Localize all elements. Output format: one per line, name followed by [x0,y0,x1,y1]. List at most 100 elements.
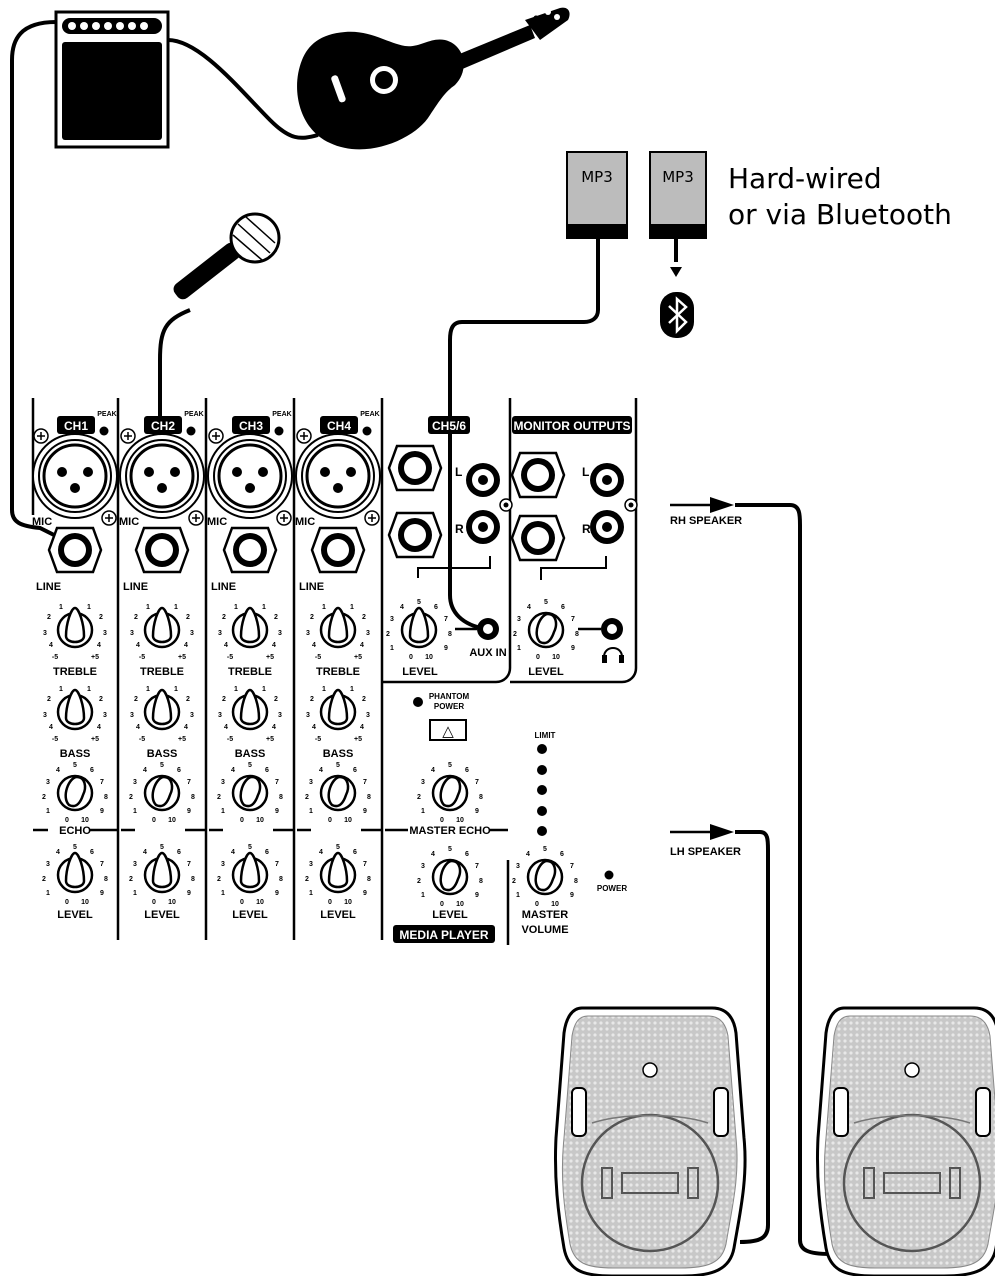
scale-mark: 2 [222,696,226,703]
scale-mark: 10 [551,901,559,908]
scale-mark: 1 [350,604,354,611]
media-player-badge: MEDIA PLAYER [399,928,488,942]
scale-mark: 2 [42,876,46,883]
scale-mark: 2 [99,696,103,703]
scale-mark: 10 [81,899,89,906]
scale-mark: 1 [59,604,63,611]
monitor-jack-l[interactable] [510,451,566,499]
phantom-switch[interactable] [429,719,467,741]
xlr-mic-input[interactable] [31,432,119,520]
aux-in-label[interactable]: AUX IN [469,647,506,659]
scale-mark: 2 [274,696,278,703]
scale-mark: 3 [278,630,282,637]
monitor-outputs-section: MONITOR OUTPUTS L R LEVEL [510,416,638,678]
level-knob[interactable] [143,851,181,894]
channel-strip-3: CH3PEAKMICLINETREBLEBASSLEVEL1234-51234+… [206,411,294,921]
scale-mark: 1 [322,604,326,611]
scale-mark: 1 [46,890,50,897]
scale-mark: 1 [421,808,425,815]
scale-mark: 8 [575,631,579,638]
xlr-mic-input[interactable] [294,432,382,520]
caption-line2: or via Bluetooth [728,198,952,231]
treble-knob-label: TREBLE [53,666,97,678]
mp3-player-bluetooth-icon: MP3 [649,151,707,239]
master-volume-knob[interactable] [526,858,564,896]
scale-mark: 2 [513,631,517,638]
scale-mark: 2 [362,696,366,703]
line-input-jack[interactable] [47,526,103,574]
ch56-jack-r[interactable] [387,511,443,559]
scale-mark: 3 [516,863,520,870]
scale-mark: 2 [217,794,221,801]
monitor-rca-r[interactable] [590,510,624,544]
scale-mark: 5 [336,762,340,769]
treble-knob[interactable] [231,606,269,649]
echo-knob[interactable] [231,774,269,812]
master-section: PHANTOM POWER △ MASTER ECHO LEVEL MEDIA … [393,692,627,943]
scale-mark: 7 [475,779,479,786]
echo-knob[interactable] [56,774,94,812]
media-level-knob[interactable] [431,858,469,896]
xlr-mic-input[interactable] [118,432,206,520]
level-knob[interactable] [319,851,357,894]
scale-mark: 2 [305,794,309,801]
treble-knob[interactable] [56,606,94,649]
scale-mark: 2 [417,794,421,801]
scale-mark: 6 [353,849,357,856]
echo-knob[interactable] [143,774,181,812]
line-input-jack[interactable] [310,526,366,574]
scale-mark: 5 [544,599,548,606]
line-label: LINE [36,581,61,593]
scale-mark: -5 [52,736,58,743]
scale-mark: 4 [143,849,147,856]
scale-mark: 3 [130,712,134,719]
line-label: LINE [211,581,236,593]
bass-knob[interactable] [231,688,269,731]
phantom-label-1: PHANTOM [429,692,470,701]
scale-mark: 0 [65,817,69,824]
cables [10,20,831,1256]
scale-mark: 1 [516,892,520,899]
master-echo-knob[interactable] [431,774,469,812]
line-input-jack[interactable] [222,526,278,574]
monitor-jack-r[interactable] [510,514,566,562]
bass-knob[interactable] [319,688,357,731]
scale-mark: +5 [91,654,99,661]
channel-strip-2: CH2PEAKMICLINETREBLEBASSLEVEL1234-51234+… [118,411,206,921]
bass-knob[interactable] [143,688,181,731]
scale-mark: 4 [56,849,60,856]
speaker-left-icon [553,1006,747,1276]
monitor-rca-l[interactable] [590,463,624,497]
monitor-title: MONITOR OUTPUTS [513,419,630,433]
scale-mark: 2 [134,696,138,703]
scale-mark: 5 [73,844,77,851]
mic-label: MIC [32,516,52,528]
ch56-rca-r[interactable] [466,510,500,544]
treble-knob[interactable] [319,606,357,649]
scale-mark: 7 [363,861,367,868]
line-input-jack[interactable] [134,526,190,574]
ch56-level-knob[interactable] [400,606,438,649]
scale-mark: 1 [262,604,266,611]
scale-mark: 6 [465,767,469,774]
plus-icon [120,428,136,444]
scale-mark: 3 [309,861,313,868]
xlr-mic-input[interactable] [206,432,294,520]
echo-knob[interactable] [319,774,357,812]
treble-knob[interactable] [143,606,181,649]
level-knob[interactable] [56,851,94,894]
ch56-jack-l[interactable] [387,444,443,492]
scale-mark: 1 [221,808,225,815]
monitor-level-knob[interactable] [527,611,565,649]
bass-knob[interactable] [56,688,94,731]
guitar-amp-icon [54,10,170,149]
scale-mark: 8 [479,878,483,885]
scale-mark: 9 [275,808,279,815]
bass-knob-label: BASS [60,748,91,760]
scale-mark: 0 [409,654,413,661]
level-knob[interactable] [231,851,269,894]
ch56-rca-l[interactable] [466,463,500,497]
scale-mark: 1 [146,604,150,611]
scale-mark: 3 [221,779,225,786]
scale-mark: 4 [224,642,228,649]
